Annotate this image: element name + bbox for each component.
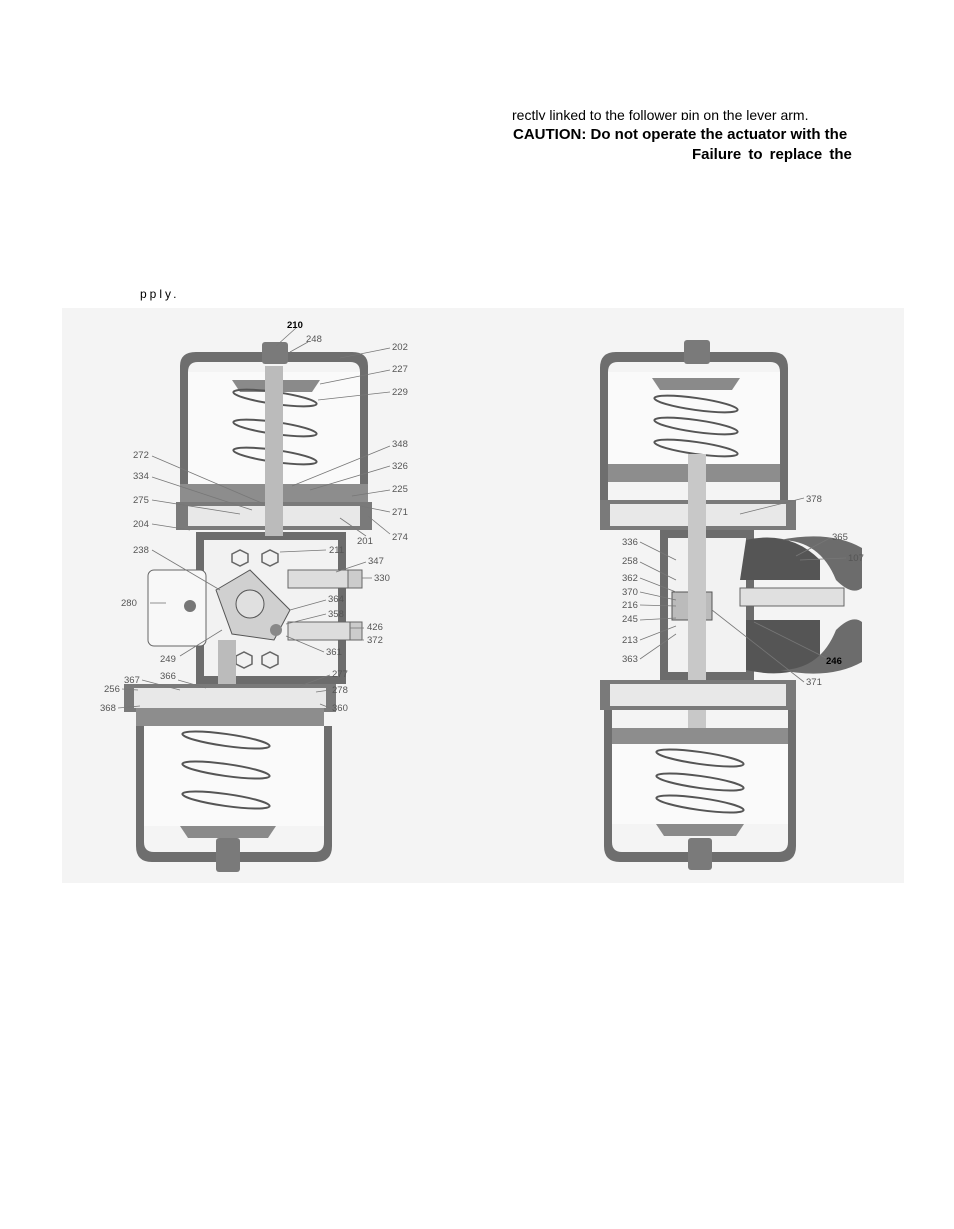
vertical-shaft-right (688, 454, 706, 748)
upper-spring-right (653, 394, 739, 458)
callout-202: 202 (392, 342, 408, 353)
right-leader-lines (639, 497, 847, 683)
callout-248: 248 (306, 334, 322, 345)
callout-204: 204 (133, 519, 149, 530)
callout-368: 368 (100, 703, 116, 714)
callout-363: 363 (622, 654, 638, 665)
lower-piston-left (136, 708, 324, 726)
callout-277: 277 (332, 669, 348, 680)
callout-107: 107 (848, 553, 864, 564)
left-actuator-view (124, 342, 372, 872)
callout-271: 271 (392, 507, 408, 518)
right-actuator-view (600, 340, 862, 870)
callout-201: 201 (357, 536, 373, 547)
callout-245: 245 (622, 614, 638, 625)
callout-326: 326 (392, 461, 408, 472)
callout-426: 426 (367, 622, 383, 633)
lower-spring-left (181, 730, 271, 810)
failure-text: Failure to replace the (692, 146, 852, 163)
callout-378: 378 (806, 494, 822, 505)
callout-361: 361 (326, 647, 342, 658)
callout-275: 275 (133, 495, 149, 506)
callout-358: 358 (328, 609, 344, 620)
callout-366: 366 (160, 671, 176, 682)
callout-258: 258 (622, 556, 638, 567)
right-callout-labels: 378 365 107 336 258 362 370 216 245 213 … (622, 494, 864, 688)
callout-360: 360 (332, 703, 348, 714)
upper-shaft-left (265, 366, 283, 536)
callout-210: 210 (287, 320, 303, 331)
left-leader-lines (117, 327, 391, 709)
callout-367: 367 (124, 675, 140, 686)
callout-370: 370 (622, 587, 638, 598)
callout-280: 280 (121, 598, 137, 609)
callout-330: 330 (374, 573, 390, 584)
side-attachment-280 (147, 569, 207, 647)
callout-216: 216 (622, 600, 638, 611)
callout-211: 211 (329, 545, 344, 556)
callout-365: 365 (832, 532, 848, 543)
callout-274: 274 (392, 532, 408, 543)
callout-249: 249 (160, 654, 176, 665)
lower-spring-right (655, 748, 745, 814)
callout-225: 225 (392, 484, 408, 495)
callout-278: 278 (332, 685, 348, 696)
stray-text-fragment: pply. (140, 287, 180, 301)
callout-272: 272 (133, 450, 149, 461)
callout-238: 238 (133, 545, 149, 556)
callout-227: 227 (392, 364, 408, 375)
lower-end-cap-right (688, 838, 712, 870)
left-callout-labels: 210 248 202 227 229 348 326 225 271 274 … (100, 320, 408, 714)
callout-336: 336 (622, 537, 638, 548)
callout-348: 348 (392, 439, 408, 450)
callout-364: 364 (328, 594, 344, 605)
caution-text: CAUTION: Do not operate the actuator wit… (513, 126, 848, 143)
callout-246: 246 (826, 656, 842, 667)
callout-362: 362 (622, 573, 638, 584)
callout-213: 213 (622, 635, 638, 646)
callout-372: 372 (367, 635, 383, 646)
callout-334: 334 (133, 471, 149, 482)
upper-end-cap-left (262, 342, 288, 364)
callout-371: 371 (806, 677, 822, 688)
callout-347: 347 (368, 556, 384, 567)
callout-256: 256 (104, 684, 120, 695)
lower-piston-right (612, 728, 788, 744)
callout-229: 229 (392, 387, 408, 398)
upper-end-cap-right (684, 340, 710, 364)
cut-off-text-line: rectly linked to the follower pin on the… (512, 108, 809, 120)
lower-end-cap-left (216, 838, 240, 872)
